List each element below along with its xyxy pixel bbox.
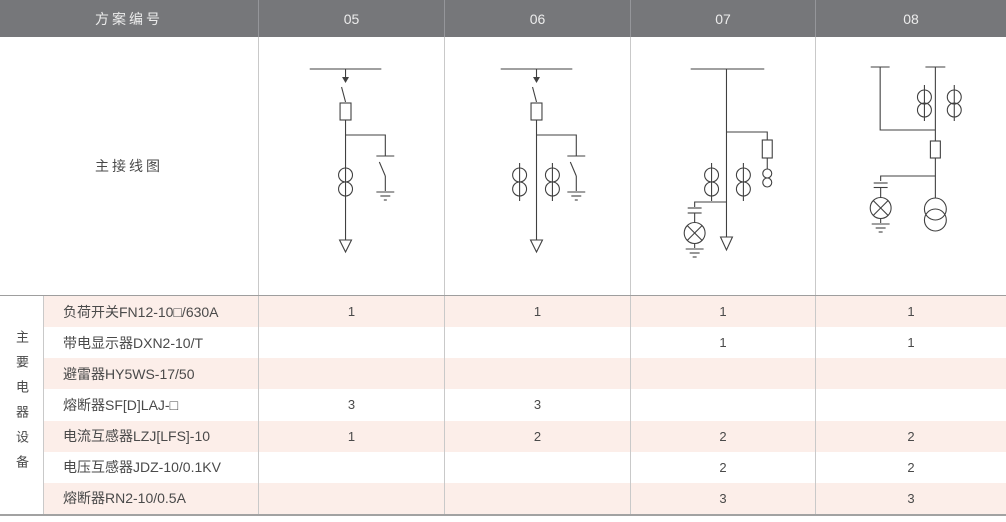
left-incoming-line [879, 67, 936, 131]
fuse-icon [761, 139, 773, 159]
header-col-08: 08 [815, 0, 1006, 37]
indicator-lamp-icon [869, 196, 892, 220]
equipment-name: 熔断器SF[D]LAJ-□ [43, 389, 258, 421]
qty-08: 1 [815, 327, 1006, 359]
header-col-07: 07 [630, 0, 815, 37]
qty-05: 3 [258, 389, 444, 421]
qty-07: 1 [630, 296, 815, 328]
qty-08: 3 [815, 482, 1006, 514]
load-switch-icon [341, 69, 350, 103]
voltage-transformer-icon [923, 197, 947, 232]
qty-07 [630, 389, 815, 421]
header-col-05: 05 [258, 0, 444, 37]
load-switch-icon [531, 69, 540, 103]
header-col-06: 06 [444, 0, 630, 37]
equipment-name: 避雷器HY5WS-17/50 [43, 358, 258, 390]
capacitor-icon [687, 207, 702, 214]
ground-icon [871, 223, 890, 233]
current-transformer-icon [946, 85, 962, 121]
outgoing-feeder-arrow [529, 239, 544, 254]
ground-icon [685, 248, 704, 258]
outgoing-feeder-arrow [338, 239, 353, 254]
voltage-indicator-branch [869, 175, 936, 233]
fuse-icon [339, 102, 352, 121]
equipment-name: 带电显示器DXN2-10/T [43, 327, 258, 359]
equipment-name: 熔断器RN2-10/0.5A [43, 482, 258, 514]
table-bottom-rule [0, 514, 1006, 516]
voltage-indicator-branch [683, 201, 727, 258]
diagram-scheme-07 [630, 37, 815, 295]
capacitor-icon [873, 182, 888, 189]
current-transformer-icon [512, 163, 528, 201]
qty-07: 3 [630, 482, 815, 514]
qty-05: 1 [258, 420, 444, 452]
qty-06: 3 [444, 389, 630, 421]
earthing-switch-icon [345, 134, 395, 191]
diagram-row-label: 主接线图 [95, 158, 163, 174]
qty-05: 1 [258, 296, 444, 328]
qty-06 [444, 358, 630, 390]
qty-07: 1 [630, 327, 815, 359]
qty-08: 1 [815, 296, 1006, 328]
ground-icon [567, 191, 586, 201]
current-transformer-icon [544, 163, 560, 201]
qty-07: 2 [630, 420, 815, 452]
equipment-name: 电压互感器JDZ-10/0.1KV [43, 451, 258, 483]
qty-05 [258, 327, 444, 359]
qty-05 [258, 358, 444, 390]
qty-06: 2 [444, 420, 630, 452]
fuse-icon [929, 140, 941, 159]
diagram-scheme-08 [815, 37, 1006, 295]
equipment-table: 主要电器设备 负荷开关FN12-10□/630A 1 1 1 1 带电显示器DX… [0, 296, 1006, 514]
current-transformer-icon [916, 85, 932, 121]
qty-07 [630, 358, 815, 390]
qty-05 [258, 451, 444, 483]
voltage-transformer-branch [726, 131, 773, 188]
qty-06: 1 [444, 296, 630, 328]
qty-08: 2 [815, 420, 1006, 452]
qty-06 [444, 451, 630, 483]
equipment-vertical-label: 主要电器设备 [0, 296, 43, 514]
equipment-name: 电流互感器LZJ[LFS]-10 [43, 420, 258, 452]
fuse-icon [530, 102, 543, 121]
main-wiring-diagram-row: 主接线图 [0, 37, 1006, 295]
equipment-name: 负荷开关FN12-10□/630A [43, 296, 258, 328]
indicator-lamp-icon [683, 221, 706, 245]
current-transformer-icon [735, 163, 751, 201]
qty-08: 2 [815, 451, 1006, 483]
qty-06 [444, 327, 630, 359]
ground-icon [376, 191, 395, 201]
current-transformer-icon [338, 167, 354, 197]
qty-08 [815, 358, 1006, 390]
qty-06 [444, 482, 630, 514]
qty-07: 2 [630, 451, 815, 483]
qty-08 [815, 389, 1006, 421]
qty-05 [258, 482, 444, 514]
outgoing-feeder-arrow [719, 236, 734, 252]
diagram-scheme-05 [258, 37, 444, 295]
earthing-switch-icon [536, 134, 586, 191]
section-divider-rule [0, 295, 1006, 296]
header-scheme-label: 方案编号 [95, 10, 163, 27]
table-header: 方案编号 05 06 07 08 [0, 0, 1006, 37]
current-transformer-icon [704, 163, 720, 201]
diagram-scheme-06 [444, 37, 630, 295]
